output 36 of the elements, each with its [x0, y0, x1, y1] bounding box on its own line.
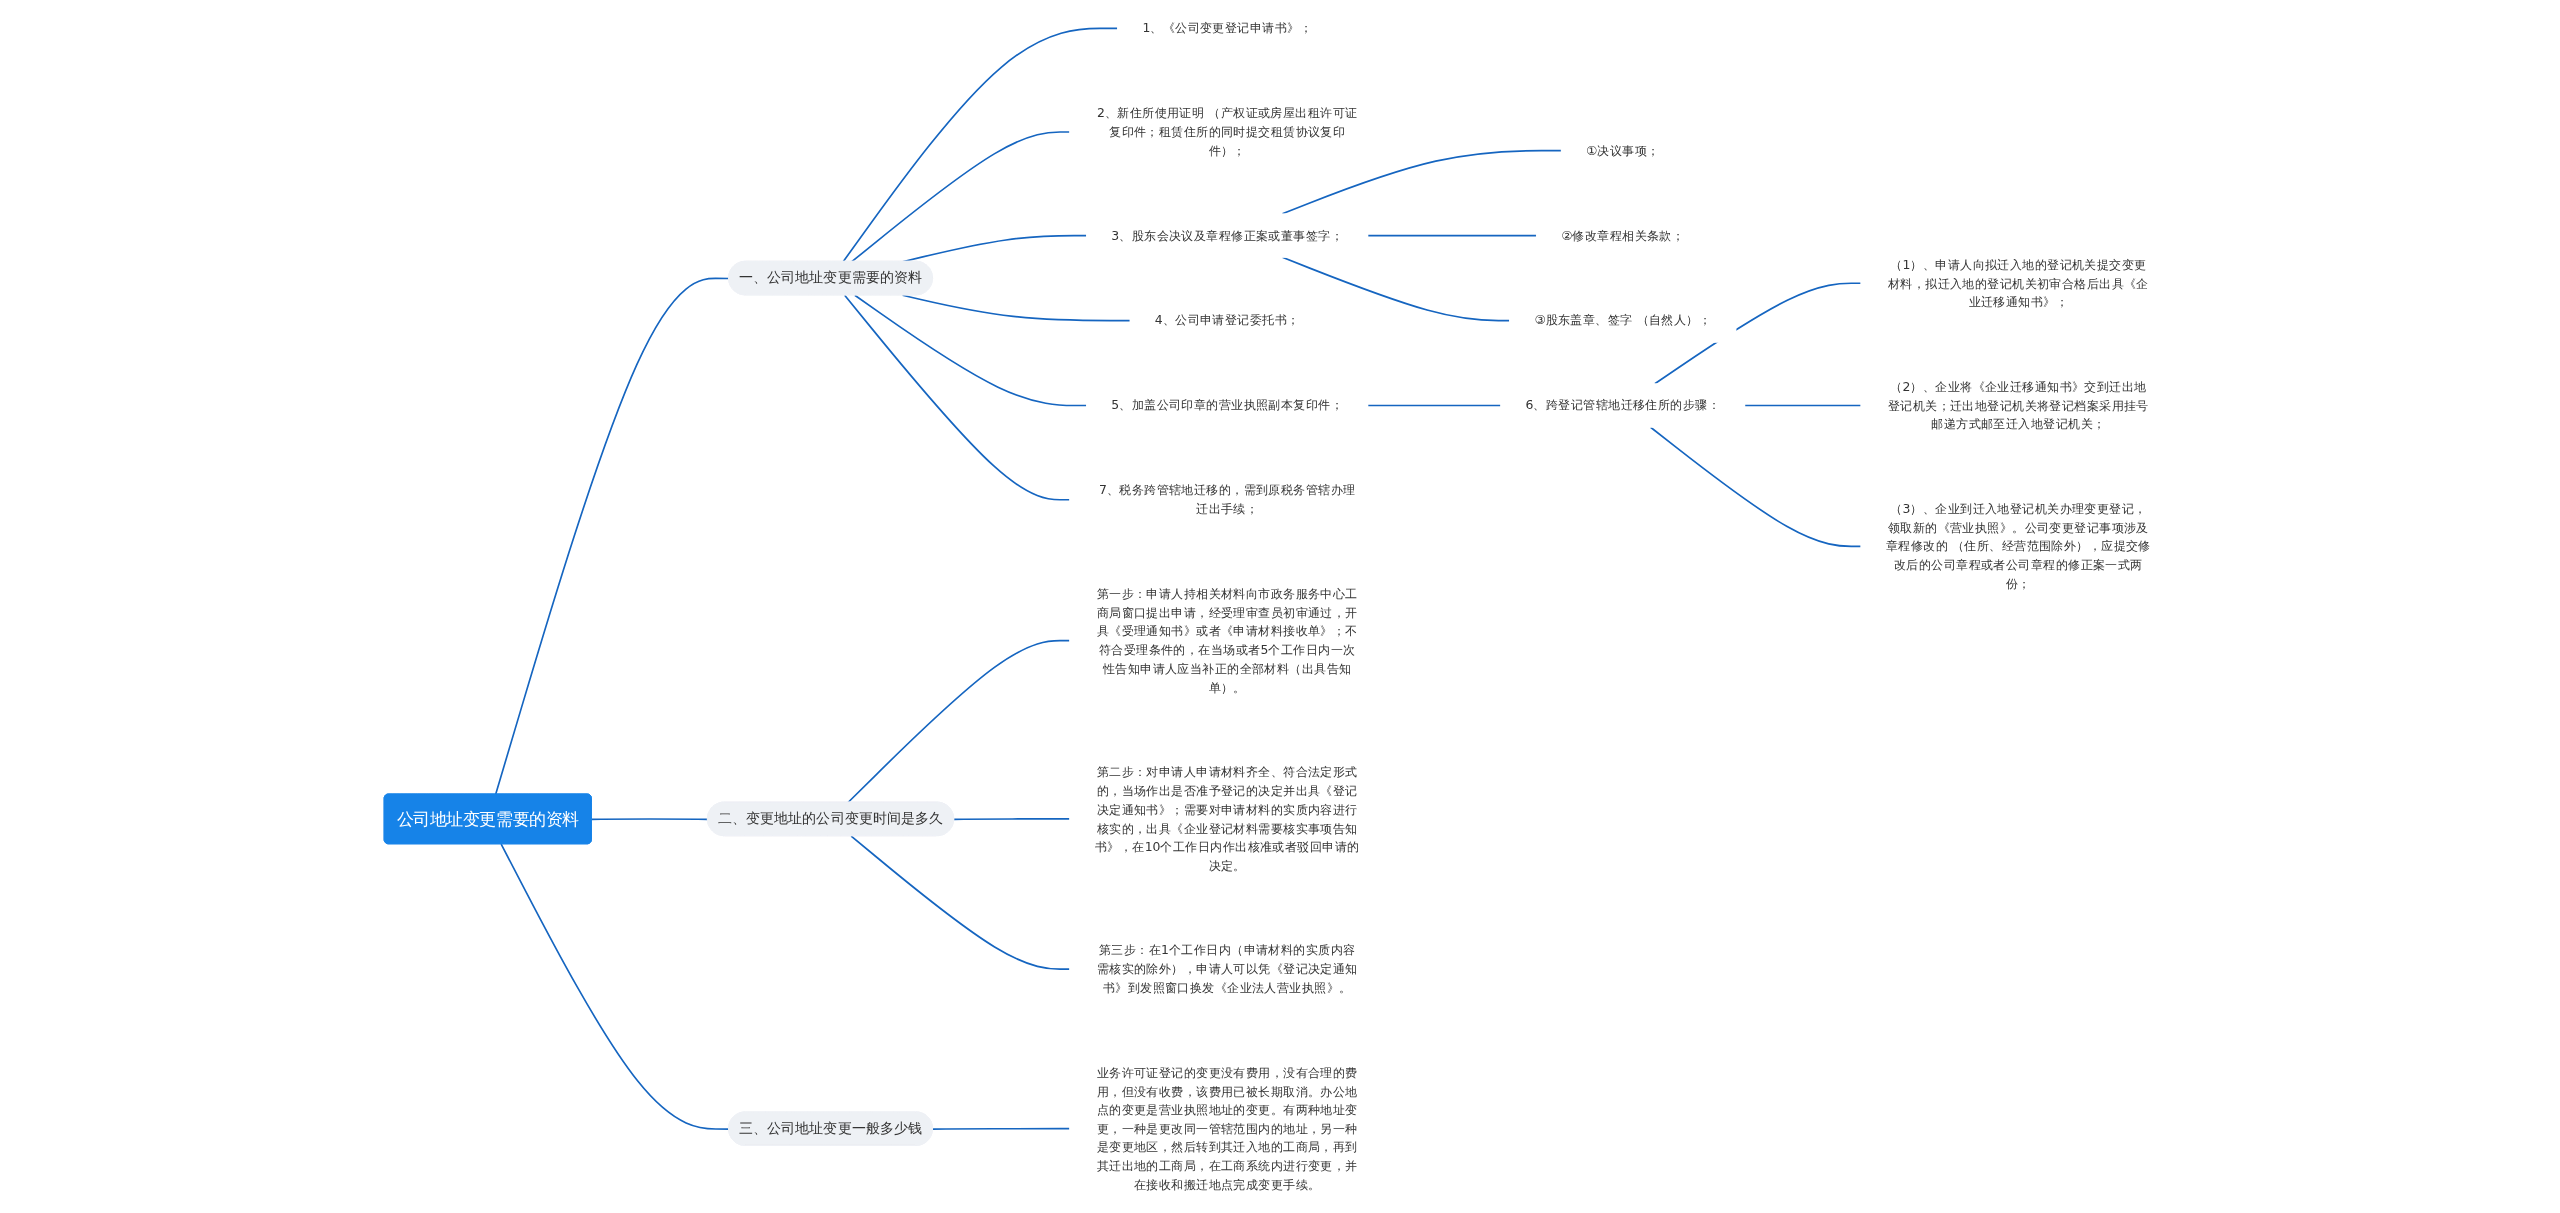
connector — [854, 294, 1088, 407]
connector — [1654, 282, 1862, 385]
node-text: （3）、企业到迁入地登记机关办理变更登记，领取新的《营业执照》。公司变更登记事项涉及章程修改的 （住所、经营范围除外），应提交修改后的公司章程或者公司章程的修正案一式两份； — [1885, 501, 2151, 591]
connector — [1281, 149, 1563, 215]
node-text: 7、税务跨管辖地迁移的，需到原税务管辖办理迁出手续； — [1098, 482, 1356, 517]
node-text: （1）、申请人向拟迁入地的登记机关提交变更材料，拟迁入地的登记机关初审合格后出具《企业迁移通知书》； — [1887, 256, 2149, 310]
node-text: 2、新住所使用证明 （产权证或房屋出租许可证复印件；租赁住所的同时提交租赁协议复印件）； — [1096, 105, 1358, 158]
connector — [843, 294, 1071, 501]
connector — [500, 843, 730, 1130]
connector — [932, 1127, 1071, 1130]
node-text: 第二步：对申请人申请材料齐全、符合法定形式的，当场作出是否准予登记的决定并出具《登记决定通知书》；需要对申请材料的实质内容进行核实的，出具《企业登记材料需要核实事项告知书》，在10个工作日内作出核准或者驳回申请的决定。 — [1094, 764, 1360, 873]
node-text: 5、加盖公司印章的营业执照副本复印件； — [1111, 397, 1344, 413]
node-text: 业务许可证登记的变更没有费用，没有合理的费用，但没有收费，该费用已被长期取消。办公地点的变更是营业执照地址的变更。有两种地址变更，一种是更改同一管辖范围内的地址，另一种是变更地区，然后转到其迁入地的工商局，再到其迁出地的工商局，在工商系统内进行变更，并在接收和搬迁地点完成变更手续。 — [1096, 1065, 1358, 1192]
node-text: ②修改章程相关条款； — [1561, 227, 1685, 243]
connector — [847, 639, 1071, 804]
node-text: ①决议事项； — [1586, 142, 1660, 158]
connector — [901, 294, 1131, 322]
node-text: 第三步：在1个工作日内（申请材料的实质内容需核实的除外），申请人可以凭《登记决定通知书》到发照窗口换发《企业法人营业执照》。 — [1096, 942, 1358, 996]
node-text: 4、公司申请登记委托书； — [1154, 312, 1300, 328]
node-text: ③股东盖章、签字 （自然人）； — [1534, 312, 1712, 328]
connector — [850, 835, 1071, 970]
connector — [1367, 404, 1502, 407]
connector — [1744, 404, 1862, 407]
connector — [953, 818, 1071, 821]
node-text: （2）、企业将《企业迁移通知书》交到迁出地登记机关；迁出地登记机关将登记档案采用挂号邮递方式邮至迁入地登记机关； — [1887, 379, 2149, 432]
node-text: 6、跨登记管辖地迁移住所的步骤： — [1525, 397, 1720, 413]
node-text: 第一步：申请人持相关材料向市政务服务中心工商局窗口提出申请，经受理审查员初审通过，开具《受理通知书》或者《申请材料接收单》；不符合受理条件的，在当场或者5个工作日内一次性告知申请人应当补正的全部材料（出具告知单）。 — [1096, 586, 1358, 695]
connector — [850, 131, 1071, 263]
connector — [494, 277, 730, 796]
connector — [842, 27, 1119, 263]
connector — [1281, 256, 1511, 322]
node-text: 1、《公司变更登记申请书》； — [1142, 20, 1312, 36]
connector — [1367, 234, 1538, 237]
node-text: 3、股东会决议及章程修正案或董事签字； — [1111, 227, 1344, 243]
connector — [1649, 426, 1862, 548]
connector — [590, 818, 709, 821]
